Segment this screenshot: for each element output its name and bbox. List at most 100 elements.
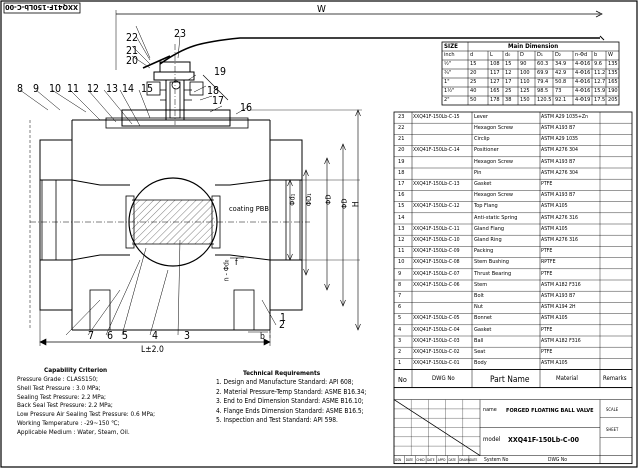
part-dwg: XXQ41F-150Lb-C-02	[413, 349, 460, 355]
title-sign-label: DATE	[427, 457, 435, 462]
diam-outer-label: ΦD	[339, 198, 349, 209]
part-name: Seat	[474, 349, 486, 355]
part-no: 4	[398, 326, 402, 333]
part-no: 3	[398, 337, 402, 344]
part-name: Lever	[474, 113, 488, 120]
part-name: Nut	[474, 304, 483, 311]
parts-header-no: No	[398, 374, 407, 384]
technical-title: Technical Requirements	[243, 369, 321, 377]
title-sign-label: DSN	[395, 457, 402, 462]
capability-line: Applicable Medium : Water, Steam, Oil.	[17, 427, 130, 436]
part-no: 10	[398, 259, 405, 266]
callout-leader-1	[35, 89, 61, 111]
part-no: 7	[398, 293, 402, 299]
size-cell: 15.9	[594, 88, 606, 94]
callout-leader-4	[87, 89, 117, 123]
part-name: Ball	[474, 337, 484, 344]
diam-arrow-bottom-3	[340, 299, 346, 307]
dim-b-label: b	[260, 332, 265, 342]
part-no: 23	[398, 113, 405, 120]
diam-arrow-bottom-4	[355, 323, 361, 331]
part-name: Gland Ring	[474, 237, 502, 243]
callout-20: 20	[126, 55, 139, 67]
callout-21: 21	[126, 45, 139, 57]
ball-hatch	[132, 200, 214, 244]
size-cell: 190	[608, 88, 618, 94]
size-cell: 150	[520, 97, 530, 103]
size-cell: 127	[490, 79, 500, 85]
part-name: Hexagon Screw	[474, 158, 514, 165]
part-material: ASTM A29 1035+Zn	[541, 113, 589, 120]
size-cell: 50.8	[555, 79, 567, 85]
size-cell: 92.1	[555, 97, 567, 103]
part-no: 11	[398, 248, 405, 255]
part-dwg: XXQ41F-150Lb-C-03	[413, 337, 460, 344]
part-material: ASTM A194 2H	[541, 304, 576, 311]
dim-w-label: W	[317, 4, 326, 15]
size-cell: 1"	[444, 79, 450, 85]
left-flange-face	[41, 179, 57, 261]
left-bore	[40, 179, 130, 261]
part-material: ASTM A193 B7	[541, 293, 576, 299]
technical-line: 4. Flange Ends Dimension Standard: ASME …	[216, 406, 364, 415]
size-cell: 135	[608, 61, 618, 67]
part-dwg: XXQ41F-150Lb-C-11	[413, 225, 460, 232]
part-dwg: XXQ41F-150Lb-C-04	[413, 326, 460, 333]
callout-leader-13	[187, 74, 197, 81]
dim-l-label: L±2.0	[141, 345, 164, 355]
lever-arm	[159, 37, 600, 65]
diam-arrow-bottom-1	[303, 268, 309, 276]
size-unit-5: D₁	[537, 52, 543, 58]
part-dwg: XXQ41F-150Lb-C-06	[413, 281, 460, 288]
size-header-size: SIZE	[444, 43, 458, 50]
lever-end	[599, 35, 605, 41]
callout-leader-22	[149, 269, 169, 336]
parts-header-remarks: Remarks	[603, 374, 627, 382]
size-cell: 165	[490, 88, 500, 94]
callout-leader-16	[209, 105, 223, 113]
stem-pin	[171, 80, 181, 90]
bonnet-flange	[105, 117, 249, 129]
part-name: Gasket	[474, 181, 492, 187]
size-unit-4: D	[520, 52, 524, 58]
technical-line: 1. Design and Manufacture Standard: API …	[216, 378, 354, 386]
size-cell: 69.9	[537, 70, 549, 76]
part-name: Hexagon Screw	[474, 125, 514, 131]
callout-8: 8	[17, 83, 24, 95]
size-cell: 38	[505, 97, 512, 103]
size-cell: 15	[505, 61, 512, 67]
size-table-frame	[441, 41, 620, 106]
title-sign-label: APPD	[437, 457, 446, 462]
ball	[128, 177, 218, 267]
right-bore	[215, 179, 302, 261]
dim-w-arrow	[595, 10, 603, 18]
part-material: ASTM A276 304	[541, 147, 578, 154]
size-unit-6: D₂	[555, 52, 561, 58]
diam-arrow-top-0	[287, 179, 293, 187]
size-cell: 15	[470, 61, 477, 67]
size-cell: 2"	[444, 97, 450, 103]
part-dwg: XXQ41F-150Lb-C-12	[413, 203, 460, 210]
seat-right	[211, 195, 221, 249]
diam-arrow-bottom-0	[287, 253, 293, 261]
part-material: RPTFE	[541, 259, 556, 266]
size-cell: 11.2	[594, 70, 606, 76]
callout-16: 16	[240, 102, 253, 114]
callout-leader-5	[103, 89, 133, 125]
part-material: PTFE	[541, 349, 553, 355]
part-name: Stem	[474, 281, 488, 288]
part-material: PTFE	[541, 181, 553, 187]
size-unit-2: L	[490, 52, 493, 58]
callout-7: 7	[88, 330, 95, 342]
part-no: 20	[398, 147, 405, 154]
title-sign-label: DATE	[469, 457, 478, 462]
diam-bigd1-label: ΦD₁	[303, 193, 313, 207]
size-cell: 73	[555, 88, 562, 94]
callout-10: 10	[49, 83, 62, 95]
part-no: 8	[398, 281, 402, 288]
callout-22: 22	[126, 32, 139, 44]
callout-9: 9	[33, 83, 40, 95]
diam-bigd-label: ΦD	[323, 194, 333, 205]
part-name: Gland Flang	[474, 225, 505, 232]
